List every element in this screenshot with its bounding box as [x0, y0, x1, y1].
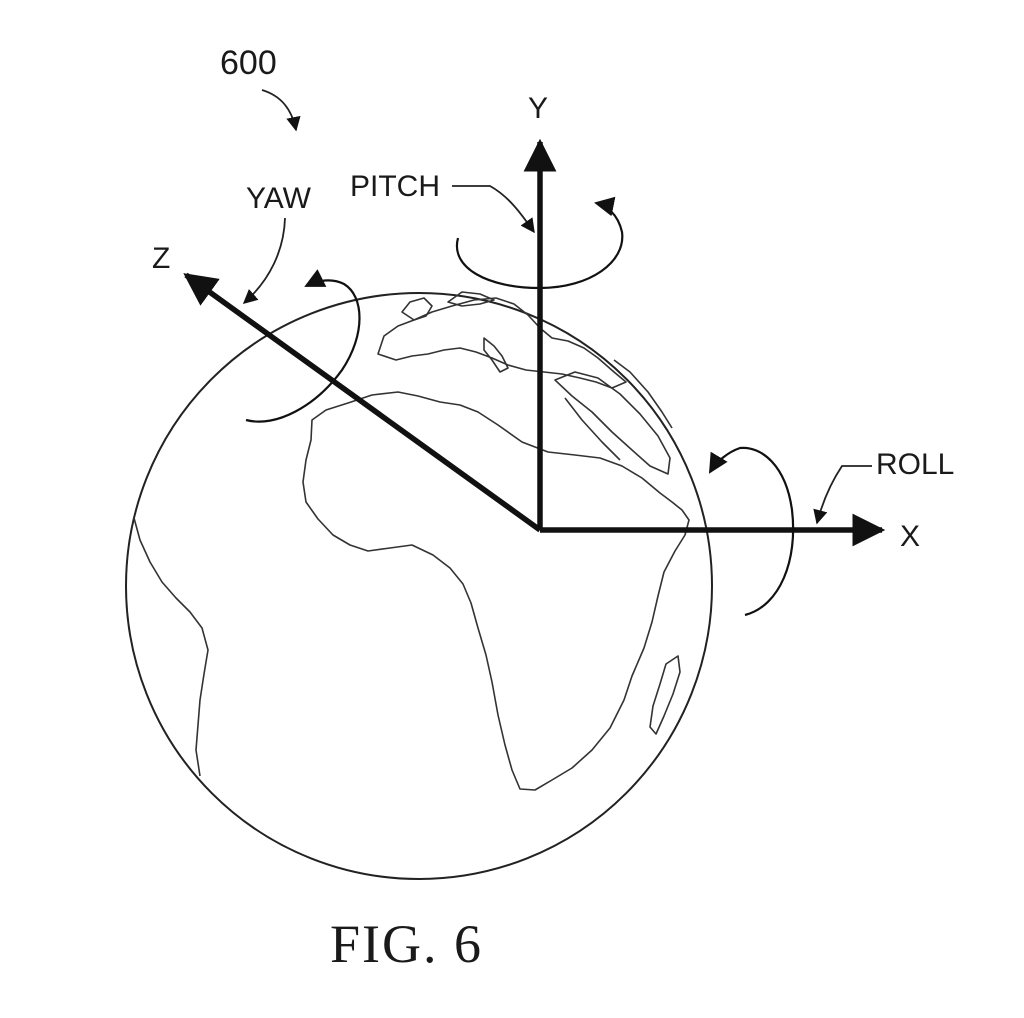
yaw-rotation-arrow	[245, 269, 361, 423]
leader-lines	[242, 89, 872, 525]
y-axis-label: Y	[528, 92, 548, 125]
pitch-label: PITCH	[350, 170, 440, 203]
americas-outline	[133, 517, 209, 777]
asia-coast-outline	[613, 359, 673, 429]
yaw-leader	[242, 217, 286, 304]
roll-label: ROLL	[876, 448, 954, 481]
reference-numeral: 600	[220, 44, 277, 82]
continent-outlines	[133, 291, 690, 791]
yaw-label: YAW	[246, 182, 312, 215]
axes-group	[183, 138, 886, 547]
roll-leader	[813, 465, 872, 525]
x-axis-label: X	[900, 520, 920, 553]
madagascar-outline	[649, 655, 681, 735]
reference-leader	[261, 89, 301, 132]
rotation-arrows	[245, 196, 795, 617]
roll-rotation-arrow	[708, 446, 795, 617]
pitch-rotation-arrow	[455, 196, 624, 290]
scandinavia-outline	[447, 291, 495, 307]
britain-outline	[401, 297, 433, 321]
europe-outline	[377, 297, 627, 389]
globe-outline	[125, 292, 713, 880]
z-axis	[183, 272, 542, 533]
italy-outline	[483, 337, 509, 373]
z-axis-label: Z	[152, 242, 170, 275]
red-sea-line	[564, 397, 621, 461]
figure-caption: FIG. 6	[330, 914, 483, 974]
pitch-leader	[452, 185, 535, 234]
arabia-outline	[554, 371, 671, 475]
africa-outline	[302, 391, 690, 791]
